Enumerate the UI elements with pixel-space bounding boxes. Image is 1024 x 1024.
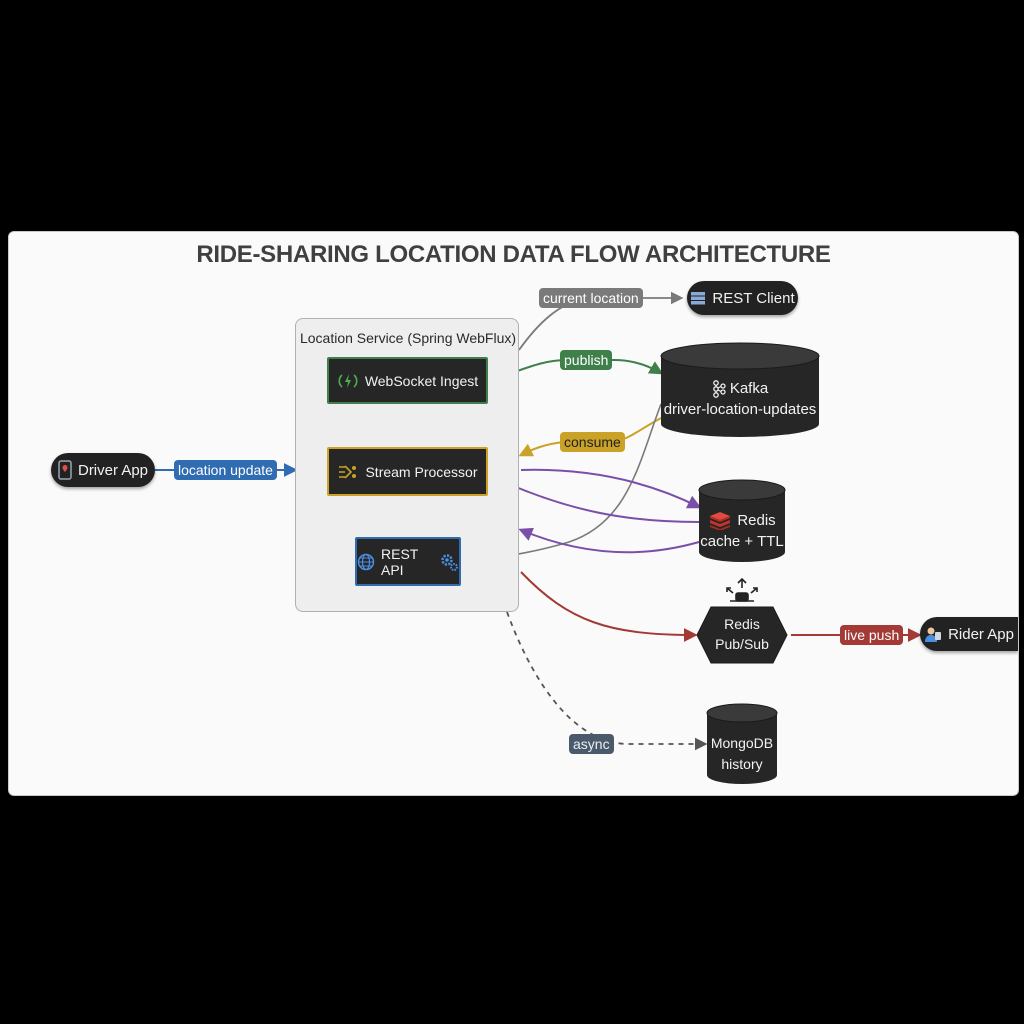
stream-processor-label: Stream Processor	[365, 463, 478, 480]
pubsub-line2: Pub/Sub	[715, 636, 769, 652]
stream-filter-icon	[337, 463, 359, 481]
redis-cache-detail: cache + TTL	[700, 533, 784, 550]
websocket-signal-icon	[337, 372, 359, 390]
rest-api-box[interactable]: REST API	[355, 537, 461, 586]
location-service-label: Location Service (Spring WebFlux)	[299, 330, 517, 346]
edge-stream-to-redis	[520, 468, 702, 509]
driver-app-node[interactable]: Driver App	[51, 453, 155, 487]
globe-icon	[357, 553, 375, 571]
kafka-topic: driver-location-updates	[663, 401, 817, 418]
mongodb-line1: MongoDB	[710, 735, 774, 751]
redis-cache-node[interactable]: Redis cache + TTL	[699, 510, 785, 552]
pubsub-line1: Redis	[724, 616, 760, 632]
rest-client-node[interactable]: REST Client	[687, 281, 798, 315]
rest-client-label: REST Client	[712, 289, 795, 307]
user-icon	[924, 626, 942, 642]
mongodb-cylinder	[706, 703, 778, 784]
location-service-container: Location Service (Spring WebFlux) WebSoc…	[295, 318, 519, 612]
label-current-location: current location	[539, 288, 643, 308]
rider-app-node[interactable]: Rider App	[920, 617, 1018, 651]
label-async: async	[569, 734, 614, 754]
redis-cache-name: Redis	[737, 512, 776, 529]
edge-redis-to-rest-api	[518, 527, 700, 554]
label-location-update: location update	[174, 460, 277, 480]
redis-pubsub-node[interactable]: Redis Pub/Sub	[699, 614, 785, 654]
redis-cylinder	[698, 479, 786, 562]
edge-async	[506, 611, 708, 751]
gear-icon	[439, 552, 459, 572]
websocket-ingest-box[interactable]: WebSocket Ingest	[327, 357, 488, 404]
kafka-name: Kafka	[729, 380, 769, 397]
rider-app-label: Rider App	[948, 625, 1014, 643]
mongodb-node[interactable]: MongoDB history	[707, 733, 777, 775]
label-live-push: live push	[840, 625, 904, 645]
diagram-title: RIDE-SHARING LOCATION DATA FLOW ARCHITEC…	[196, 241, 831, 268]
label-consume: consume	[560, 432, 625, 452]
broadcast-icon	[726, 577, 758, 602]
kafka-icon	[712, 379, 726, 398]
rest-api-label: REST API	[381, 545, 419, 578]
phone-pin-icon	[58, 460, 72, 480]
kafka-node[interactable]: Kafka driver-location-updates	[661, 378, 819, 420]
websocket-ingest-label: WebSocket Ingest	[364, 372, 479, 389]
mongodb-line2: history	[721, 756, 763, 772]
stream-processor-box[interactable]: Stream Processor	[327, 447, 488, 496]
edge-redis-to-stream	[490, 475, 700, 523]
driver-app-label: Driver App	[77, 461, 149, 479]
edge-to-pubsub	[520, 571, 698, 642]
redis-icon	[708, 511, 732, 530]
server-icon	[690, 290, 706, 306]
pubsub-hexagon	[696, 606, 788, 664]
label-publish: publish	[560, 350, 613, 370]
diagram-canvas: RIDE-SHARING LOCATION DATA FLOW ARCHITEC…	[8, 231, 1019, 796]
kafka-cylinder	[660, 342, 820, 437]
